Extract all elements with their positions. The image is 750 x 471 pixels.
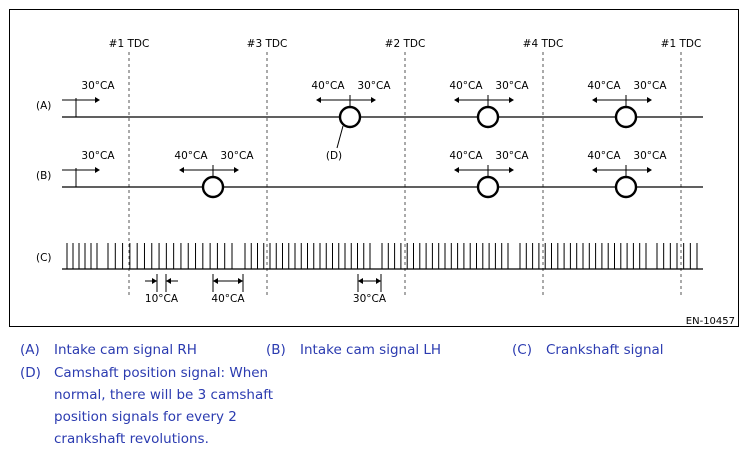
arrow-head [371, 97, 376, 103]
tdc-label: #4 TDC [523, 38, 564, 50]
row-c-crankshaft: (C) [36, 243, 703, 270]
arrow-head [509, 167, 514, 173]
dim-label: 30°CA [353, 293, 387, 305]
legend-text-a: Intake cam signal RH [54, 342, 197, 358]
angle-label: 30°CA [495, 80, 529, 92]
arrow-head [95, 167, 100, 173]
row-a-intake-cam-rh: (A) 30°CA 40°CA 30°CA 40°CA 30°CA 40°CA 30°CA (D… [36, 80, 703, 162]
cam-signal-circle [614, 105, 638, 129]
dimension-markers: 10°CA 40°CA 30°CA [145, 274, 387, 305]
arrow-head [213, 278, 218, 284]
dim-label: 40°CA [211, 293, 245, 305]
arrow-head [454, 97, 459, 103]
angle-label: 40°CA [449, 80, 483, 92]
angle-label: 30°CA [633, 150, 667, 162]
row-b-intake-cam-lh: (B) 30°CA 40°CA 30°CA 40°CA 30°CA 40°CA 30°CA [36, 150, 703, 199]
row-label: (C) [36, 252, 52, 264]
legend-key-c: (C) [512, 342, 532, 358]
angle-label: 40°CA [587, 80, 621, 92]
arrow-head [358, 278, 363, 284]
legend-item-a: (A) Intake cam signal RH [20, 339, 197, 361]
angle-label: 40°CA [174, 150, 208, 162]
angle-label: 30°CA [81, 150, 115, 162]
legend-key-b: (B) [266, 342, 286, 358]
arrow-head [316, 97, 321, 103]
angle-label: 40°CA [449, 150, 483, 162]
legend-key-a: (A) [20, 342, 40, 358]
angle-label: 30°CA [81, 80, 115, 92]
angle-label: 30°CA [220, 150, 254, 162]
legend-text-c: Crankshaft signal [546, 342, 664, 358]
angle-label: 30°CA [633, 80, 667, 92]
angle-label: 30°CA [357, 80, 391, 92]
legend-text-b: Intake cam signal LH [300, 342, 442, 358]
arrow-head [95, 97, 100, 103]
arrow-head [647, 97, 652, 103]
cam-signal-circle [338, 105, 362, 129]
cam-signal-circle [201, 175, 225, 199]
arrow-head [238, 278, 243, 284]
callout-line [336, 125, 344, 149]
arrow-head [166, 278, 171, 284]
tdc-markers: #1 TDC #3 TDC #2 TDC #4 TDC #1 TDC [109, 38, 702, 296]
arrow-head [454, 167, 459, 173]
arrow-head [376, 278, 381, 284]
arrow-head [509, 97, 514, 103]
dim-label: 10°CA [145, 293, 179, 305]
arrow-head [152, 278, 157, 284]
tdc-label: #1 TDC [109, 38, 150, 50]
arrow-head [234, 167, 239, 173]
cam-signal-circle [476, 175, 500, 199]
diagram-frame [9, 9, 739, 327]
cam-signal-circle [476, 105, 500, 129]
legend-key-d: (D) [20, 365, 41, 381]
figure-id: EN-10457 [686, 316, 735, 327]
callout-label: (D) [326, 150, 342, 162]
timing-diagram: #1 TDC #3 TDC #2 TDC #4 TDC #1 TDC (A) 30°CA 4… [36, 38, 735, 327]
legend-item-b: (B) Intake cam signal LH [266, 339, 441, 361]
row-label: (A) [36, 100, 51, 112]
cam-signal-circle [614, 175, 638, 199]
tdc-label: #2 TDC [385, 38, 426, 50]
row-label: (B) [36, 170, 51, 182]
angle-label: 40°CA [311, 80, 345, 92]
arrow-head [592, 167, 597, 173]
angle-label: 30°CA [495, 150, 529, 162]
legend-item-c: (C) Crankshaft signal [512, 339, 664, 361]
arrow-head [179, 167, 184, 173]
arrow-head [592, 97, 597, 103]
tdc-label: #1 TDC [661, 38, 702, 50]
legend-text-d: Camshaft position signal: When normal, t… [54, 365, 274, 447]
tdc-label: #3 TDC [247, 38, 288, 50]
arrow-head [647, 167, 652, 173]
angle-label: 40°CA [587, 150, 621, 162]
